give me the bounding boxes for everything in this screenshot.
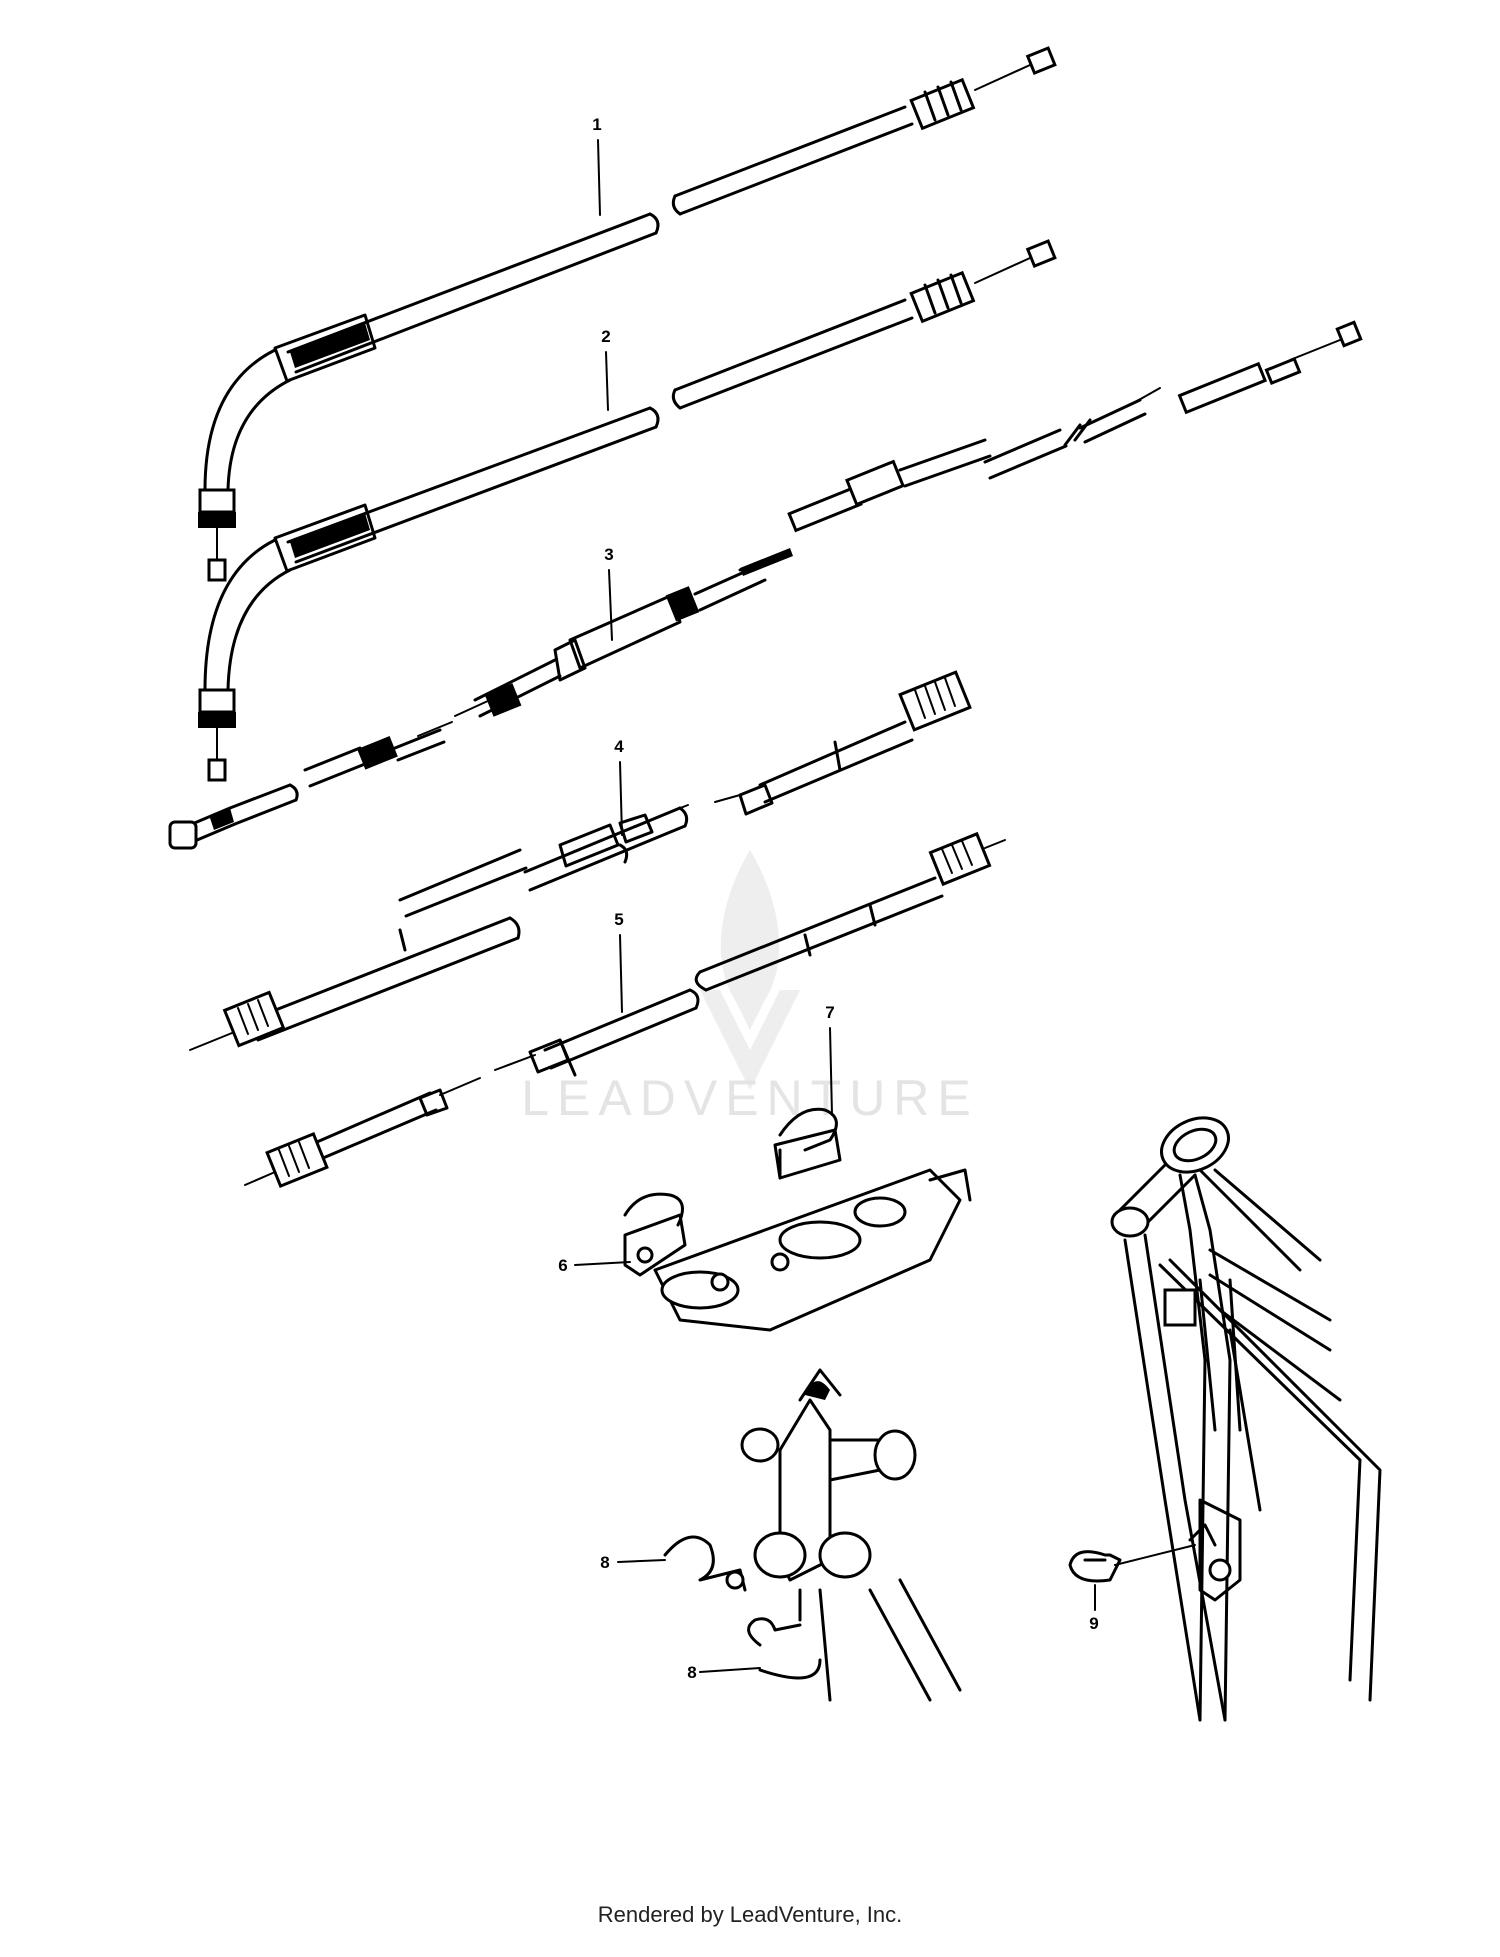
part-label-2: 2 <box>601 327 610 346</box>
part-4-lower-cable <box>189 916 521 1051</box>
part-9-frame-assembly <box>1068 1116 1382 1722</box>
watermark-logo <box>700 850 800 1090</box>
part-3-lower-cable <box>168 721 453 850</box>
part-5-cable <box>494 831 1006 1077</box>
part-label-6: 6 <box>558 1256 567 1275</box>
part-label-1: 1 <box>592 115 601 134</box>
part-label-8-lower: 8 <box>687 1663 696 1682</box>
part-3-cable <box>454 320 1363 718</box>
part-label-8-upper: 8 <box>600 1553 609 1572</box>
part-label-5: 5 <box>614 910 623 929</box>
part-label-3: 3 <box>604 545 613 564</box>
part-8-bracket-assembly <box>617 1368 962 1702</box>
part-5-lower-cable <box>244 1077 481 1189</box>
part-4-cable <box>398 670 972 918</box>
part-label-7: 7 <box>825 1003 834 1022</box>
part-1-cable <box>198 46 1057 582</box>
part-2-cable <box>198 239 1057 782</box>
watermark-text: LEADVENTURE <box>521 1070 979 1126</box>
footer-credit: Rendered by LeadVenture, Inc. <box>597 1902 903 1927</box>
part-6-7-clamp-assembly <box>574 1027 972 1332</box>
part-label-9: 9 <box>1089 1614 1098 1633</box>
part-label-4: 4 <box>614 737 624 756</box>
